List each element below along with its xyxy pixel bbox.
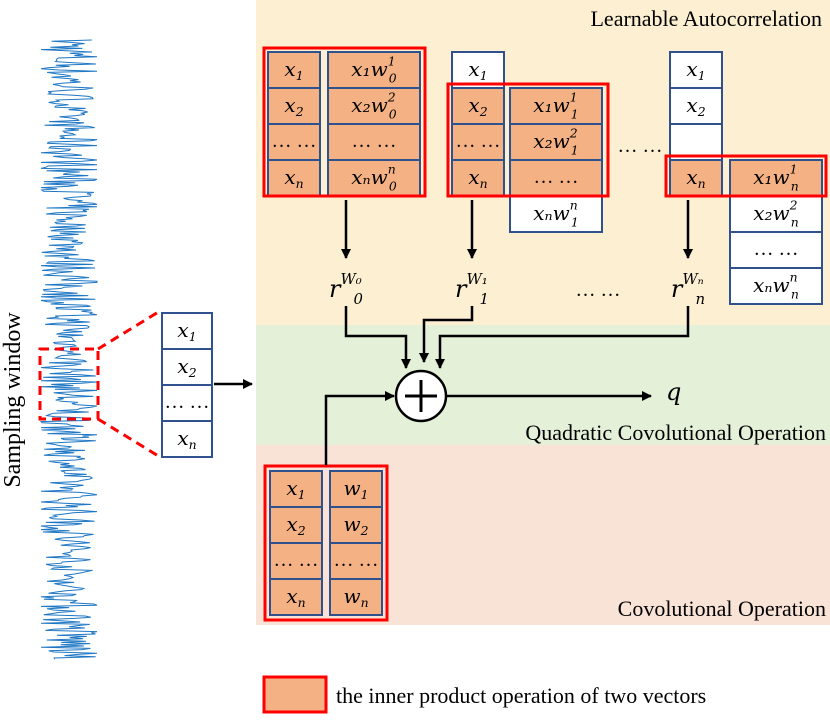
input-vector-cell-label-1: x2	[177, 354, 196, 380]
input-vector-cell-3	[161, 420, 213, 458]
conv-x-cell-label-1: x2	[286, 512, 305, 538]
autocorr-0-x-cell-0	[267, 51, 321, 89]
input-vector-cell-label-0: x1	[177, 318, 196, 344]
conv-w-cell-label-1: w2	[343, 512, 368, 538]
conv-w-cell-2	[329, 542, 383, 580]
conv-w-cell-label-2: … …	[334, 549, 379, 571]
autocorr-0-inner-product-box	[262, 46, 427, 198]
quadratic-convolution-panel	[256, 325, 830, 445]
conv-x-cell-label-0: x1	[286, 476, 305, 502]
input-vector-cell-label-2: … …	[165, 391, 210, 413]
connection-lines	[324, 306, 690, 465]
autocorr-2-inner-product-box	[664, 154, 828, 198]
autocorr-2-xw-cell-1	[729, 195, 823, 233]
autocorr-1-x-cell-label-2: … …	[456, 130, 501, 152]
autocorr-1-xw-cell-label-2: … …	[534, 166, 579, 188]
autocorr-2-xw-cell-label-2: … …	[754, 238, 799, 260]
autocorr-1-xw-cell-3	[509, 195, 603, 233]
zoom-line-bottom	[97, 417, 161, 459]
conv-x-cell-1	[269, 506, 323, 544]
autocorr-2-x-cell-label-3: xn	[686, 165, 705, 191]
autocorr-0-x-cell-3	[267, 159, 321, 197]
legend-label: the inner product operation of two vecto…	[336, 683, 706, 708]
conv-x-cell-label-2: … …	[274, 549, 319, 571]
autocorr-0-xw-cell-2	[327, 123, 421, 161]
autocorr-0-x-cell-label-0: x1	[284, 57, 303, 83]
autocorr-0-xw-cell-3	[327, 159, 421, 197]
conv-w-cell-0	[329, 470, 383, 508]
input-vector-cell-label-3: xn	[177, 426, 196, 452]
autocorr-2-x-cell-2	[669, 123, 723, 161]
autocorr-column-dots: … …	[618, 135, 663, 157]
sampling-window-label: Sampling window	[0, 312, 26, 488]
autocorr-0-xw-cell-label-2: … …	[352, 130, 397, 152]
convolution-block: x1 x2 … … xn w1 w2 … … wn	[263, 464, 389, 622]
autocorr-1-xw-cell-0	[509, 87, 603, 125]
autocorr-0-x-cell-label-2: … …	[272, 130, 317, 152]
conv-w-cell-label-3: wn	[343, 584, 368, 610]
autocorr-1-x-cell-1	[451, 87, 505, 125]
r-label-dots: … …	[576, 279, 621, 301]
autocorr-0-x-cell-1	[267, 87, 321, 125]
autocorr-2-x-cell-0	[669, 51, 723, 89]
input-vector-cell-1	[161, 348, 213, 386]
conv-x-cell-label-3: xn	[286, 584, 305, 610]
zoom-line-top	[97, 309, 161, 351]
quadratic-convolution-title: Quadratic Covolutional Operation	[525, 420, 826, 445]
sampling-window-box	[38, 347, 100, 421]
autocorr-2-x-cell-3	[669, 159, 723, 197]
conv-w-cell-label-0: w1	[343, 476, 368, 502]
autocorr-1-x-cell-label-3: xn	[468, 165, 487, 191]
conv-w-cell-3	[329, 578, 383, 616]
autocorr-1-x-cell-label-0: x1	[468, 57, 487, 83]
autocorr-2-x-cell-1	[669, 87, 723, 125]
conv-x-cell-3	[269, 578, 323, 616]
input-vector-cell-0	[161, 312, 213, 350]
autocorr-1-x-cell-label-1: x2	[468, 93, 487, 119]
conv-inner-product-box	[263, 464, 389, 622]
autocorr-1-inner-product-box	[446, 82, 610, 198]
autocorr-2-x-cell-label-1: x2	[686, 93, 705, 119]
output-q-label: q	[666, 378, 681, 406]
autocorr-0-x-cell-label-3: xn	[284, 165, 303, 191]
autocorr-2-xw-cell-3	[729, 267, 823, 305]
signal-waveform	[39, 39, 98, 660]
legend-swatch	[262, 675, 328, 714]
conv-w-cell-1	[329, 506, 383, 544]
autocorr-2-x-cell-label-0: x1	[686, 57, 705, 83]
learnable-autocorrelation-title: Learnable Autocorrelation	[590, 6, 822, 31]
convolution-title: Covolutional Operation	[618, 596, 826, 621]
autocorr-0-x-cell-label-1: x2	[284, 93, 303, 119]
input-vector: x1 x2 … … xn	[161, 312, 213, 458]
sum-node	[394, 369, 448, 423]
